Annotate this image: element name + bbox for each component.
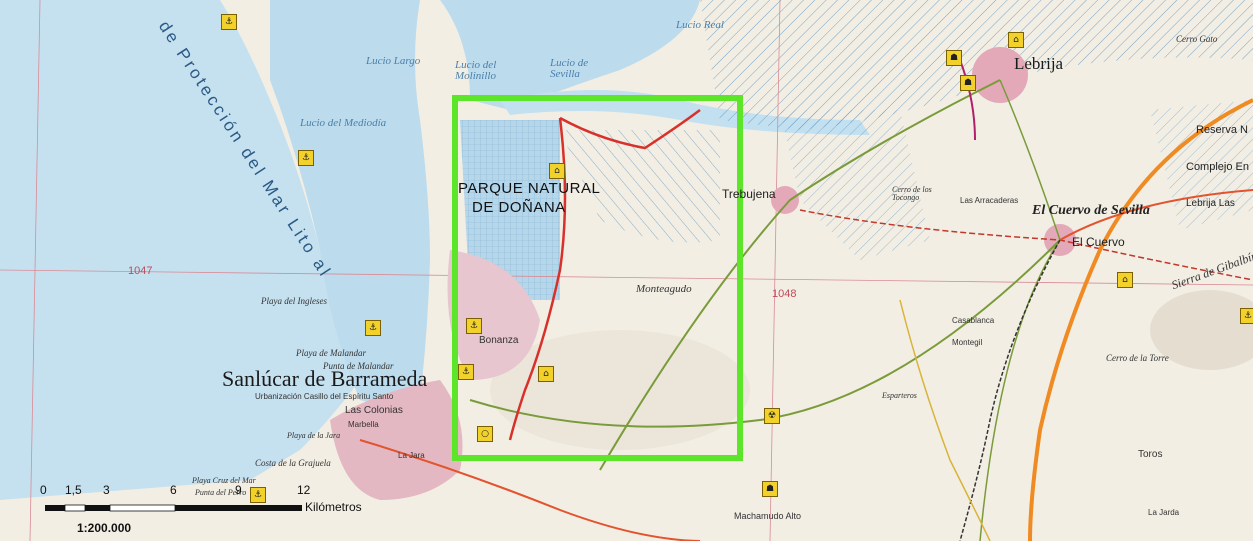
factory-icon: ⌂ <box>1008 32 1024 48</box>
town-sanlucar <box>330 380 463 500</box>
town-label-el-cuervo: El Cuervo <box>1072 235 1125 249</box>
river-guadalquivir <box>270 0 430 405</box>
scale-tick: 6 <box>170 483 177 497</box>
place-label: Lucio de Sevilla <box>550 57 589 80</box>
monument-icon: ☗ <box>960 75 976 91</box>
town-label-trebujena: Trebujena <box>722 187 776 201</box>
town-label-lebrija: Lebrija <box>1014 54 1064 73</box>
place-label: Esparteros <box>882 391 917 400</box>
landmark-icon: ⚓ <box>221 14 237 30</box>
monument-icon: ☗ <box>946 50 962 66</box>
sea-area <box>0 0 360 500</box>
route-line-2 <box>508 117 567 441</box>
scale-tick: 9 <box>235 483 242 497</box>
place-label: Las Colonias <box>345 405 403 416</box>
scale-bar-graphic <box>45 504 302 512</box>
road <box>359 439 701 541</box>
scale-bar: 0 1,5 3 6 9 12 Kilómetros 1:200.000 <box>35 483 362 541</box>
park-label-line1: PARQUE NATURAL <box>458 180 601 197</box>
town-trebujena <box>771 186 799 214</box>
road <box>599 79 1001 471</box>
label-reserva: Reserva N <box>1196 124 1248 136</box>
scale-tick: 12 <box>297 483 311 497</box>
marsh-area-2 <box>560 130 720 243</box>
landmark-icon: ⚓ <box>1240 308 1253 324</box>
place-label: Monteagudo <box>636 283 692 295</box>
study-area-boundary <box>452 95 743 461</box>
scale-unit: Kilómetros <box>305 500 362 514</box>
river-upper <box>440 0 700 110</box>
road <box>469 239 1061 428</box>
landmark-icon: ⚓ <box>365 320 381 336</box>
salt-pans <box>460 120 560 300</box>
scale-ratio: 1:200.000 <box>77 521 132 535</box>
place-label: Lucio Real <box>676 19 724 31</box>
label-complejo: Complejo En <box>1186 161 1249 173</box>
town-bonanza <box>447 250 540 380</box>
place-label: La Jarda <box>1148 508 1180 517</box>
place-label: Machamudo Alto <box>734 511 802 521</box>
landmark-icon: ⚓ <box>250 487 266 503</box>
place-label: Cerro Gato <box>1176 34 1218 44</box>
place-label: Playa del Ingleses <box>261 296 327 306</box>
landmark-icon: ⚓ <box>458 364 474 380</box>
route-line <box>559 108 701 150</box>
label-lebrija-las: Lebrija Las <box>1186 198 1235 209</box>
park-label-line2: DE DOÑANA <box>472 199 566 216</box>
circle-icon: ○ <box>477 426 493 442</box>
landmark-icon: ⚓ <box>298 150 314 166</box>
place-label: Playa de Malandar <box>296 348 366 358</box>
place-label: Cerro de los Tocongo <box>892 185 932 202</box>
place-label: Urbanización Casillo del Espíritu Santo <box>255 392 394 401</box>
highway <box>1028 98 1253 541</box>
place-label: La Jara <box>398 451 425 460</box>
railway <box>959 239 1061 541</box>
place-label: Lucio del Mediodía <box>300 117 387 129</box>
radiation-icon: ☢ <box>764 408 780 424</box>
road <box>959 59 976 141</box>
marsh-area-3 <box>780 110 930 260</box>
place-label: Cerro de la Torre <box>1106 353 1169 363</box>
grid-number: 1048 <box>772 288 797 300</box>
grid-number: 1047 <box>128 265 153 277</box>
place-label: Casablanca <box>952 316 995 325</box>
place-label: Toros <box>1138 449 1163 460</box>
factory-icon: ⌂ <box>538 366 554 382</box>
scale-tick: 0 <box>40 483 47 497</box>
town-label-bonanza: Bonanza <box>479 335 519 346</box>
marsh-area-4 <box>1150 100 1253 230</box>
landmark-icon: ⚓ <box>466 318 482 334</box>
road <box>979 79 1061 541</box>
factory-icon: ⌂ <box>1117 272 1133 288</box>
road <box>899 299 991 541</box>
place-label: Playa Cruz del Mar <box>192 476 256 485</box>
place-label: Montegil <box>952 338 983 347</box>
place-label: Punta del Perro <box>195 488 247 497</box>
place-label: Lucio Largo <box>366 55 421 67</box>
scale-tick: 3 <box>103 483 110 497</box>
place-label: Punta de Malandar <box>323 361 394 371</box>
place-label: Marbella <box>348 420 379 429</box>
place-label: Las Arracaderas <box>960 196 1019 205</box>
town-lebrija <box>972 47 1028 103</box>
road <box>1059 189 1253 241</box>
place-label: Costa de la Grajuela <box>255 458 331 468</box>
town-label-cuervo-sevilla: El Cuervo de Sevilla <box>1032 203 1150 218</box>
factory-icon: ⌂ <box>549 163 565 179</box>
place-label: Playa de la Jara <box>287 431 341 440</box>
place-label: Lucio del Molinillo <box>455 59 497 82</box>
scale-tick: 1,5 <box>65 483 82 497</box>
town-label-sanlucar: Sanlúcar de Barrameda <box>222 366 428 391</box>
monument-icon: ☗ <box>762 481 778 497</box>
